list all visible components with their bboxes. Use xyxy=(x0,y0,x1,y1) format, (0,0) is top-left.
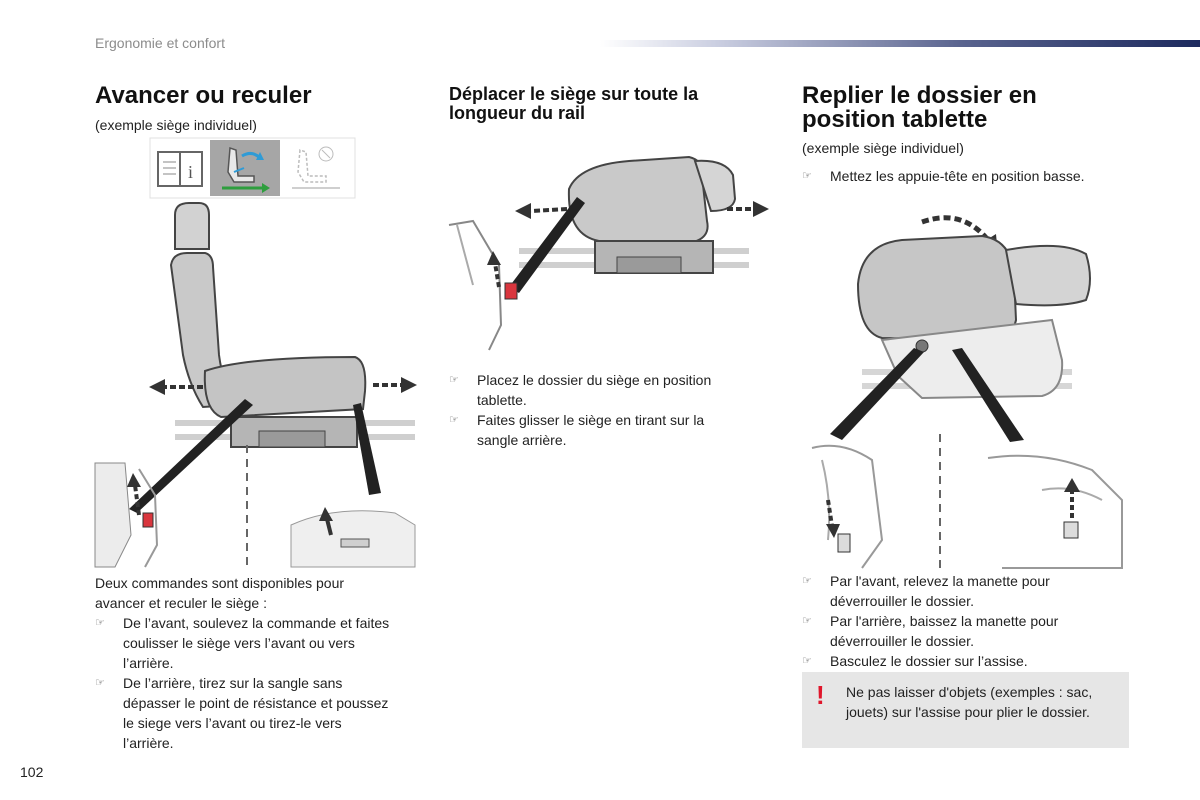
left-intro-line1: Deux commandes sont disponibles pour xyxy=(95,575,345,591)
left-note: (exemple siège individuel) xyxy=(95,117,257,133)
seat-illustration-middle xyxy=(448,155,769,351)
list-item: ☞ De l’avant, soulevez la commande et fa… xyxy=(95,615,390,671)
pointing-hand-icon: ☞ xyxy=(802,615,812,627)
pointing-hand-icon: ☞ xyxy=(802,170,812,182)
warning-text: Ne pas laisser d'objets (exemples : sac,… xyxy=(846,684,1093,720)
pointing-hand-icon: ☞ xyxy=(449,374,459,386)
pointing-hand-icon: ☞ xyxy=(802,655,812,667)
list-item: ☞ Mettez les appuie-tête en position bas… xyxy=(802,168,1085,184)
left-title: Avancer ou reculer xyxy=(95,82,312,109)
seat-tablette-icon xyxy=(292,146,340,189)
middle-title-line1: Déplacer le siège sur toute la xyxy=(449,84,699,104)
list-item: ☞ De l’arrière, tirez sur la sangle sans… xyxy=(95,675,389,751)
section-header: Ergonomie et confort xyxy=(95,35,225,51)
right-note: (exemple siège individuel) xyxy=(802,140,964,156)
pointing-hand-icon: ☞ xyxy=(95,677,105,689)
pointing-hand-icon: ☞ xyxy=(449,414,459,426)
pointing-hand-icon: ☞ xyxy=(802,575,812,587)
warning-box: ! Ne pas laisser d'objets (exemples : sa… xyxy=(802,672,1129,748)
right-title-line2: position tablette xyxy=(802,106,988,133)
warning-icon: ! xyxy=(816,680,825,710)
list-item: ☞ Basculez le dossier sur l’assise. xyxy=(802,653,1028,669)
list-item: ☞ Par l'avant, relevez la manette pour d… xyxy=(802,573,1050,609)
right-bullet-list: ☞ Par l'avant, relevez la manette pour d… xyxy=(802,571,1132,671)
svg-text:i: i xyxy=(188,162,193,182)
middle-title-line2: longueur du rail xyxy=(449,103,586,123)
pointing-hand-icon: ☞ xyxy=(95,617,105,629)
right-top-bullet: ☞ Mettez les appuie-tête en position bas… xyxy=(802,166,1132,186)
left-intro-line2: avancer et reculer le siège : xyxy=(95,595,267,611)
seat-illustration-right xyxy=(811,215,1123,569)
middle-bullet-list: ☞ Placez le dossier du siège en position… xyxy=(449,370,769,450)
right-title-line1: Replier le dossier en xyxy=(802,82,1037,109)
list-item: ☞ Placez le dossier du siège en position… xyxy=(449,372,712,408)
list-item: ☞ Faites glisser le siège en tirant sur … xyxy=(449,412,705,448)
page-number: 102 xyxy=(20,764,44,780)
list-item: ☞ Par l'arrière, baissez la manette pour… xyxy=(802,613,1059,649)
seat-illustration-left xyxy=(94,202,417,568)
left-bullet-list: ☞ De l’avant, soulevez la commande et fa… xyxy=(95,613,425,753)
seat-adjust-icon xyxy=(210,140,280,196)
info-book-icon: i xyxy=(157,151,203,187)
pictogram-strip: i xyxy=(149,137,356,199)
header-gradient-bar xyxy=(600,40,1200,47)
